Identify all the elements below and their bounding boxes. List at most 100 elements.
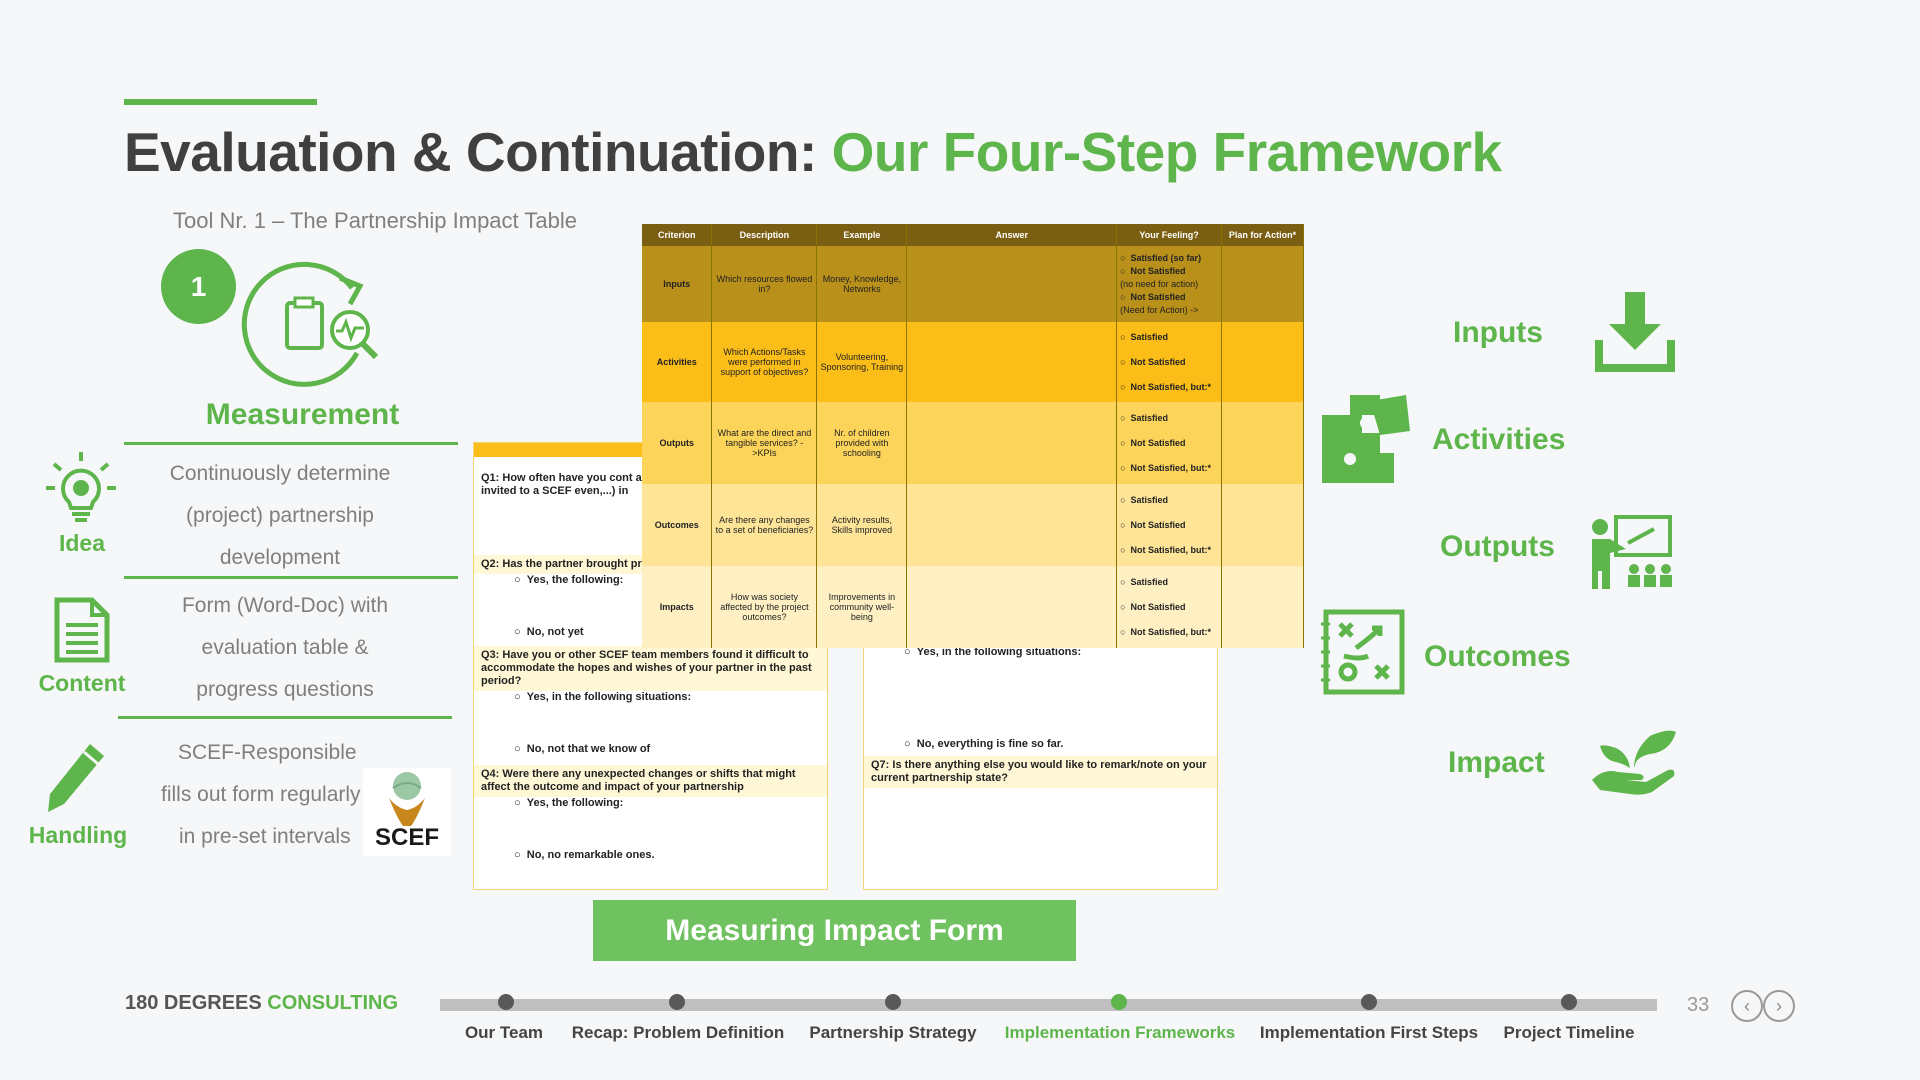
feel-option: ○ Satisfied (so far) [1120,252,1202,263]
feel-option: ○ Not Satisfied [1120,291,1186,302]
lightbulb-icon [46,452,116,522]
table-header: Your Feeling? [1116,224,1223,246]
feel-text: Not Satisfied [1130,519,1186,530]
feel-text: Satisfied (so far) [1130,252,1202,263]
form-option: ○ Yes, in the following situations: [904,646,1082,658]
table-header-row: Criterion Description Example Answer You… [642,224,1304,246]
scef-logo-text: SCEF [374,824,439,851]
feel-text: Not Satisfied [1130,437,1186,448]
table-cell: How was society affected by the project … [711,566,818,648]
table-cell [1221,246,1304,322]
chevron-left-icon: ‹ [1744,995,1750,1016]
form-right-page: ○ Yes, in the following situations: ○ No… [863,640,1218,890]
step-label-outputs: Outputs [1440,530,1555,563]
feel-text: Not Satisfied, but:* [1130,381,1212,392]
table-cell: Money, Knowledge, Networks [816,246,908,322]
nav-implementation-frameworks[interactable]: Implementation Frameworks [1004,1023,1236,1042]
nav-partnership-strategy[interactable]: Partnership Strategy [809,1023,977,1042]
document-icon [54,597,110,663]
option-text: No, not yet [526,626,584,638]
row-label-handling: Handling [28,822,128,848]
feel-option: ○ Satisfied [1120,576,1169,587]
table-cell [1221,566,1304,648]
nav-implementation-first-steps[interactable]: Implementation First Steps [1259,1023,1479,1042]
feel-option: ○ Not Satisfied [1120,601,1186,612]
timeline-dot[interactable] [498,994,514,1010]
step-label-inputs: Inputs [1453,316,1543,349]
table-cell [1221,322,1304,402]
desc-line: in pre-set intervals [179,825,351,848]
timeline-dot[interactable] [1561,994,1577,1010]
timeline-dot[interactable] [669,994,685,1010]
brand-text-b: CONSULTING [267,992,399,1014]
step-name: Measurement [205,398,400,431]
option-text: No, everything is fine so far. [916,738,1064,750]
step-number-badge: 1 [161,249,236,324]
feel-text: Not Satisfied [1130,601,1186,612]
measuring-impact-form-button[interactable]: Measuring Impact Form [593,900,1076,961]
form-option: ○ Yes, the following: [514,797,624,809]
scef-globe-icon [389,772,425,826]
table-cell: ○ Satisfied ○ Not Satisfied ○ Not Satisf… [1116,484,1223,566]
nav-recap-problem-definition[interactable]: Recap: Problem Definition [571,1023,785,1042]
page-title: Evaluation & Continuation: Our Four-Step… [124,120,1502,184]
page-number: 33 [1687,994,1710,1016]
row-desc-handling: SCEF-Responsible fills out form regularl… [155,732,375,858]
option-text: No, not that we know of [526,743,651,755]
feel-option: ○ Not Satisfied, but:* [1120,462,1212,473]
table-header: Example [816,224,908,246]
table-cell: Improvements in community well-being [816,566,908,648]
row-desc-idea: Continuously determine (project) partner… [145,453,415,579]
form-option: ○ No, not yet [514,626,584,638]
option-text: Yes, in the following situations: [916,646,1082,658]
feel-option: ○ Not Satisfied [1120,265,1186,276]
table-row: Outputs What are the direct and tangible… [642,402,1304,484]
table-cell [906,566,1118,648]
feel-text: Not Satisfied [1130,265,1186,276]
row-label-content: Content [38,670,126,696]
desc-line: Form (Word-Doc) with [181,594,389,617]
timeline-dot-active[interactable] [1111,994,1127,1010]
prev-slide-button[interactable]: ‹ [1731,990,1763,1022]
table-row: Outcomes Are there any changes to a set … [642,484,1304,566]
table-cell: Which resources flowed in? [711,246,818,322]
page-subtitle: Tool Nr. 1 – The Partnership Impact Tabl… [173,208,577,233]
separator [124,576,458,579]
table-cell: Are there any changes to a set of benefi… [711,484,818,566]
feel-text: Not Satisfied [1130,356,1186,367]
strategy-board-icon [1321,609,1405,695]
progress-timeline [440,999,1657,1011]
feel-text: Satisfied [1130,412,1169,423]
nav-our-team[interactable]: Our Team [464,1023,544,1042]
feel-text: (Need for Action) -> [1120,304,1199,315]
table-cell: ○ Satisfied ○ Not Satisfied ○ Not Satisf… [1116,402,1223,484]
timeline-dot[interactable] [885,994,901,1010]
table-header: Criterion [642,224,713,246]
impact-table-container: Criterion Description Example Answer You… [642,224,1304,648]
desc-line: fills out form regularly [161,783,361,806]
measurement-cycle-icon [241,261,379,387]
table-cell: Activity results, Skills improved [816,484,908,566]
title-accent-bar [124,99,317,105]
feel-option: ○ Satisfied [1120,494,1169,505]
nav-project-timeline[interactable]: Project Timeline [1503,1023,1635,1042]
timeline-dot[interactable] [1361,994,1377,1010]
desc-line: SCEF-Responsible [178,741,357,764]
desc-line: Continuously determine [169,462,391,485]
table-row: Impacts How was society affected by the … [642,566,1304,648]
desc-line: development [219,546,341,569]
chevron-right-icon: › [1776,995,1782,1016]
table-cell [906,246,1118,322]
feel-option: ○ Satisfied [1120,331,1169,342]
table-cell: Nr. of children provided with schooling [816,402,908,484]
plant-hand-icon [1592,730,1676,795]
table-cell: Volunteering, Sponsoring, Training [816,322,908,402]
download-icon [1595,292,1675,372]
feel-text: (no need for action) [1120,278,1199,289]
next-slide-button[interactable]: › [1763,990,1795,1022]
table-cell: Which Actions/Tasks were performed in su… [711,322,818,402]
table-cell: Outcomes [642,484,713,566]
feel-option: ○ Not Satisfied [1120,356,1186,367]
option-text: Yes, in the following situations: [526,691,692,703]
impact-table: Criterion Description Example Answer You… [642,224,1304,648]
